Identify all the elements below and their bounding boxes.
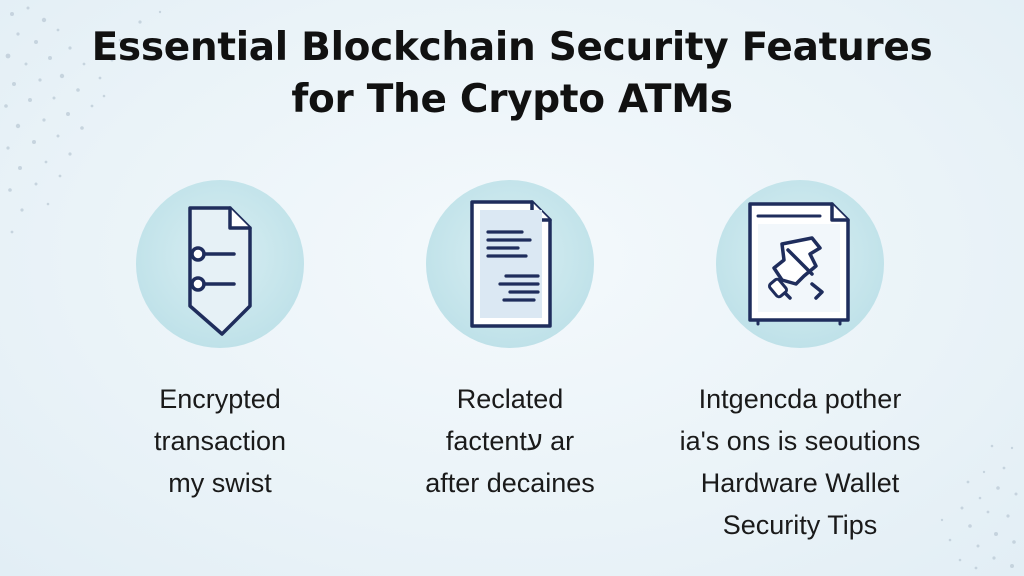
feature-icon-circle [716, 180, 884, 348]
feature-label-line: factentע ar [445, 426, 575, 456]
hardware-wallet-icon [748, 202, 850, 326]
title-line-1: Essential Blockchain Security Features [91, 25, 933, 70]
shield-document-icon [188, 206, 252, 336]
feature-label-line: Security Tips [722, 510, 878, 540]
feature-related-factor: Reclated factentע ar after decaines [360, 180, 660, 504]
feature-icon-circle [136, 180, 304, 348]
feature-hardware-wallet: Intgencda pother ia's ons is seoutions H… [650, 180, 950, 546]
feature-label-line: ia's ons is seoutions [679, 426, 921, 456]
feature-label-line: after decaines [425, 468, 595, 498]
title-line-2: for The Crypto ATMs [291, 77, 733, 122]
text-document-icon [470, 200, 552, 328]
feature-label: Reclated factentע ar after decaines [360, 378, 660, 504]
feature-label: Encrypted transaction my swist [70, 378, 370, 504]
feature-icon-circle [426, 180, 594, 348]
page-title: Essential Blockchain Security Features f… [0, 22, 1024, 126]
feature-label-line: Encrypted [159, 384, 281, 414]
feature-label: Intgencda pother ia's ons is seoutions H… [650, 378, 950, 546]
feature-label-line: Reclated [456, 384, 564, 414]
feature-encrypted-transaction: Encrypted transaction my swist [70, 180, 370, 504]
feature-label-line: transaction [153, 426, 287, 456]
feature-label-line: Intgencda pother [698, 384, 902, 414]
feature-label-line: my swist [168, 468, 272, 498]
feature-label-line: Hardware Wallet [700, 468, 900, 498]
